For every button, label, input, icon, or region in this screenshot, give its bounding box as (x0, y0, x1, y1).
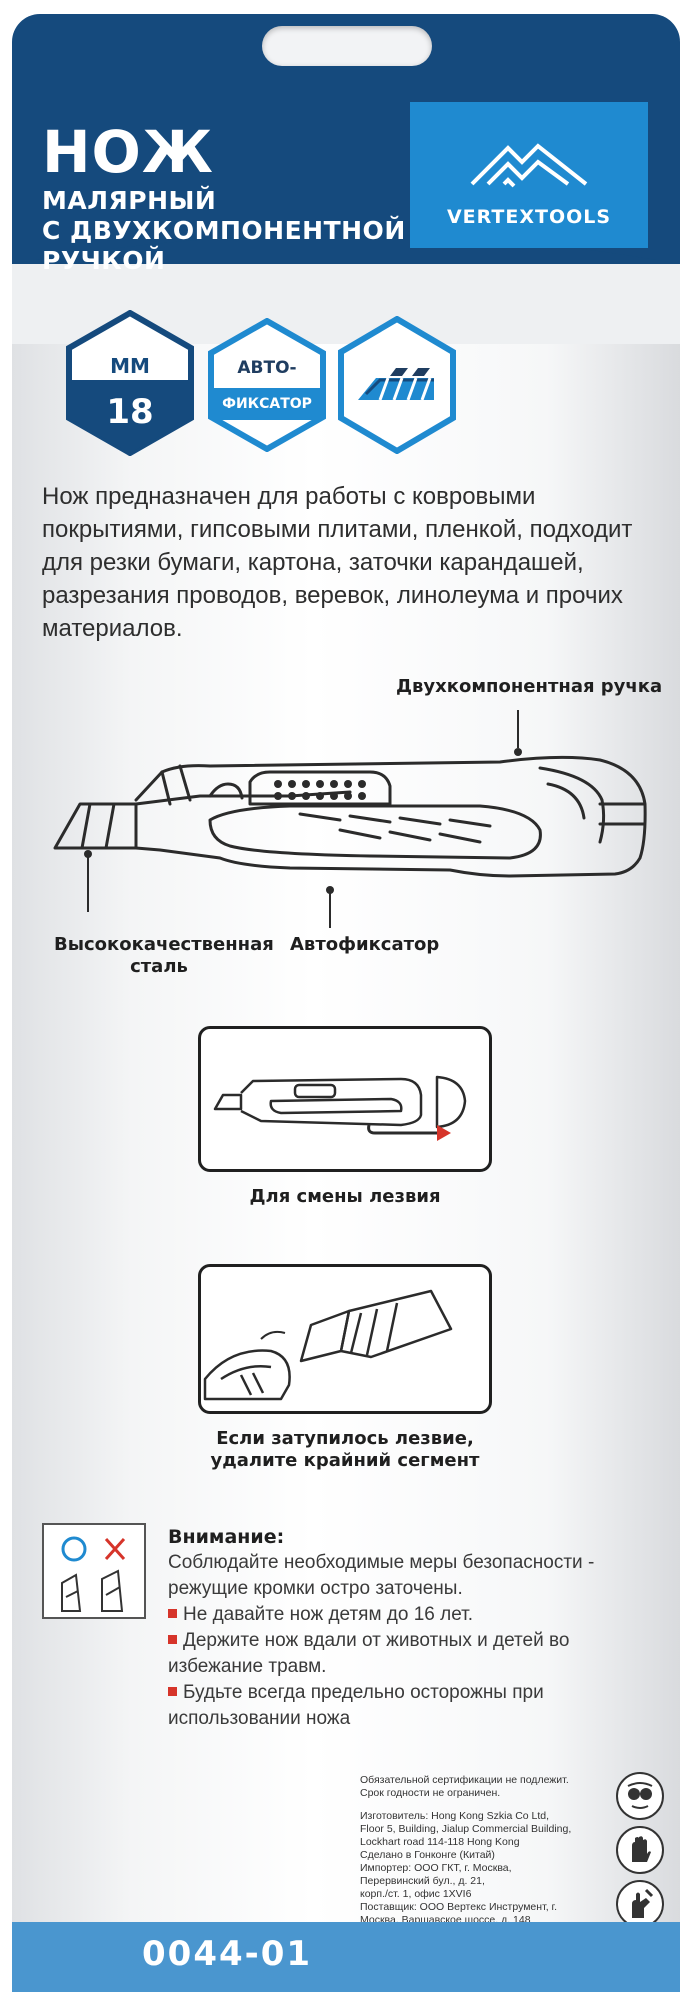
legal-spacer (360, 1800, 610, 1810)
step2-caption-line: удалите крайний сегмент (210, 1450, 480, 1471)
blade-change-panel (198, 1026, 492, 1172)
steel-label: Высококачественная сталь (54, 934, 274, 978)
goggles-icon (616, 1772, 664, 1820)
warning-intro-line: режущие кромки остро заточены. (168, 1578, 463, 1599)
blade-badge (338, 315, 456, 455)
legal-line: Обязательной сертификации не подлежит. (360, 1774, 569, 1786)
step2-caption-line: Если затупилось лезвие, (216, 1428, 474, 1449)
description-line: для резки бумаги, картона, заточки каран… (42, 549, 584, 576)
segment-break-panel (198, 1264, 492, 1414)
badge-bottom-text: ФИКСАТОР (222, 396, 312, 412)
legal-line: Импортер: ООО ГКТ, г. Москва, (360, 1862, 512, 1874)
legal-line: Изготовитель: Hong Kong Szkia Co Ltd, (360, 1810, 550, 1822)
warning-block: Внимание: Соблюдайте необходимые меры бе… (168, 1524, 628, 1732)
legal-line: Поставщик: ООО Вертекс Инструмент, г. (360, 1901, 558, 1913)
legal-line: Floor 5, Building, Jialup Commercial Bui… (360, 1823, 572, 1835)
hexagon-shape (66, 309, 194, 457)
steel-label-line: сталь (130, 956, 188, 977)
legal-line: Lockhart road 114-118 Hong Kong (360, 1836, 520, 1848)
legal-line: Сделано в Гонконге (Китай) (360, 1849, 495, 1861)
hanger-slot (262, 26, 432, 66)
size-badge: ММ 18 (66, 309, 194, 457)
blade-segments-icon (338, 315, 456, 455)
footer-band (12, 1922, 680, 1992)
warning-bullet-cont: использовании ножа (168, 1708, 351, 1729)
knife-diagram (53, 710, 647, 928)
handle-label: Двухкомпонентная ручка (396, 676, 663, 697)
blade-change-illustration (213, 1075, 467, 1141)
subtitle-line: РУЧКОЙ (42, 246, 166, 275)
description-line: Нож предназначен для работы с ковровыми (42, 483, 536, 510)
hand-blade-icon (616, 1880, 664, 1928)
product-subtitle: МАЛЯРНЫЙ С ДВУХКОМПОНЕНТНОЙ РУЧКОЙ (42, 186, 406, 276)
step1-caption: Для смены лезвия (249, 1186, 441, 1207)
product-title: НОЖ (42, 118, 214, 186)
warning-bullet-cont: избежание травм. (168, 1656, 327, 1677)
do-dont-icon (42, 1523, 146, 1619)
brand-logo: VERTEXTOOLS (410, 102, 648, 248)
subtitle-line: С ДВУХКОМПОНЕНТНОЙ (42, 216, 406, 245)
subtitle-line: МАЛЯРНЫЙ (42, 186, 217, 215)
warning-intro-line: Соблюдайте необходимые меры безопасности… (168, 1552, 595, 1573)
brand-name: VERTEXTOOLS (446, 206, 612, 228)
badge-top-text: АВТО- (237, 358, 297, 378)
gloves-icon (616, 1826, 664, 1874)
hexagon-shape (208, 317, 326, 453)
badge-size: 18 (106, 392, 154, 432)
legal-info: Обязательной сертификации не подлежит. С… (360, 1774, 610, 1927)
autolock-label: Автофиксатор (290, 934, 440, 955)
segment-break-illustration (203, 1289, 453, 1401)
description-line: разрезания проводов, веревок, линолеума … (42, 582, 623, 609)
description-line: покрытиями, гипсовыми плитами, пленкой, … (42, 516, 633, 543)
warning-bullet: Держите нож вдали от животных и детей во (168, 1628, 628, 1654)
badge-unit: ММ (110, 354, 150, 378)
warning-heading: Внимание: (168, 1526, 285, 1548)
description-line: материалов. (42, 615, 183, 642)
warning-bullet: Не давайте нож детям до 16 лет. (168, 1602, 628, 1628)
legal-line: Перервинский бул., д. 21, (360, 1875, 485, 1887)
description: Нож предназначен для работы с ковровыми … (42, 480, 652, 645)
correct-incorrect-icon (61, 1536, 126, 1612)
warning-bullet: Будьте всегда предельно осторожны при (168, 1680, 628, 1706)
steel-label-line: Высококачественная (54, 934, 274, 955)
legal-line: корп./ст. 1, офис 1XVI6 (360, 1888, 472, 1900)
step2-caption: Если затупилось лезвие, удалите крайний … (198, 1428, 492, 1472)
autolock-badge: АВТО- ФИКСАТОР (208, 317, 326, 453)
mountain-icon (470, 143, 588, 188)
legal-line: Срок годности не ограничен. (360, 1787, 501, 1799)
article-code: 0044-01 (142, 1934, 313, 1974)
